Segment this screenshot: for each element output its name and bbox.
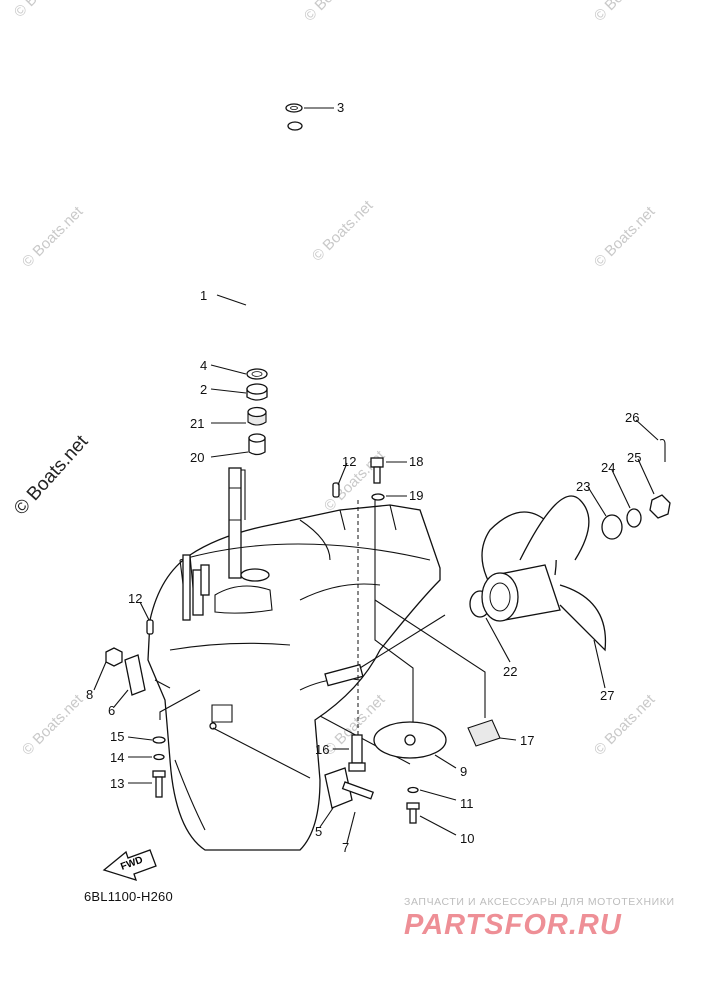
callout-25: 25 <box>627 450 641 465</box>
callout-6: 6 <box>108 703 115 718</box>
brand-tagline: ЗАПЧАСТИ И АКСЕССУАРЫ ДЛЯ МОТОТЕХНИКИ <box>404 896 675 908</box>
callout-23: 23 <box>576 479 590 494</box>
callout-19: 19 <box>409 488 423 503</box>
watermark: © Boats.net <box>591 203 659 271</box>
watermark: © Boats.net <box>19 691 87 759</box>
watermark: © Boats.net <box>591 0 659 25</box>
callout-10: 10 <box>460 831 474 846</box>
watermark: © Boats.net <box>301 0 369 25</box>
callout-22: 22 <box>503 664 517 679</box>
callout-8: 8 <box>86 687 93 702</box>
brand-logo[interactable]: PARTSFOR.RU <box>404 909 622 941</box>
callout-17: 17 <box>520 733 534 748</box>
water-tube-assembly <box>246 103 303 456</box>
lower-casing <box>147 467 441 851</box>
fwd-arrow: FWD <box>102 849 157 881</box>
callout-4: 4 <box>200 358 207 373</box>
callout-16: 16 <box>315 742 329 757</box>
callout-3: 3 <box>337 100 344 115</box>
callout-13: 13 <box>110 776 124 791</box>
diagram-code: 6BL1100-H260 <box>84 889 173 904</box>
callout-12: 12 <box>128 591 142 606</box>
callout-12: 12 <box>342 454 356 469</box>
propeller <box>481 495 607 652</box>
callout-9: 9 <box>460 764 467 779</box>
callout-14: 14 <box>110 750 124 765</box>
callout-5: 5 <box>315 824 322 839</box>
callout-20: 20 <box>190 450 204 465</box>
callout-2: 2 <box>200 382 207 397</box>
watermark: © Boats.net <box>19 203 87 271</box>
callout-24: 24 <box>601 460 615 475</box>
callout-18: 18 <box>409 454 423 469</box>
callout-7: 7 <box>342 840 349 855</box>
callouts: 1 2 3 4 5 6 7 8 9 10 11 12 12 13 14 15 1… <box>86 100 641 855</box>
callout-1: 1 <box>200 288 207 303</box>
callout-21: 21 <box>190 416 204 431</box>
watermark: © Boats.net <box>11 0 79 21</box>
callout-26: 26 <box>625 410 639 425</box>
callout-leaders <box>93 107 659 844</box>
callout-11: 11 <box>460 796 474 811</box>
watermark-large: © Boats.net <box>10 431 93 520</box>
watermark: © Boats.net <box>309 197 377 265</box>
callout-15: 15 <box>110 729 124 744</box>
small-parts <box>105 438 671 824</box>
callout-27: 27 <box>600 688 614 703</box>
